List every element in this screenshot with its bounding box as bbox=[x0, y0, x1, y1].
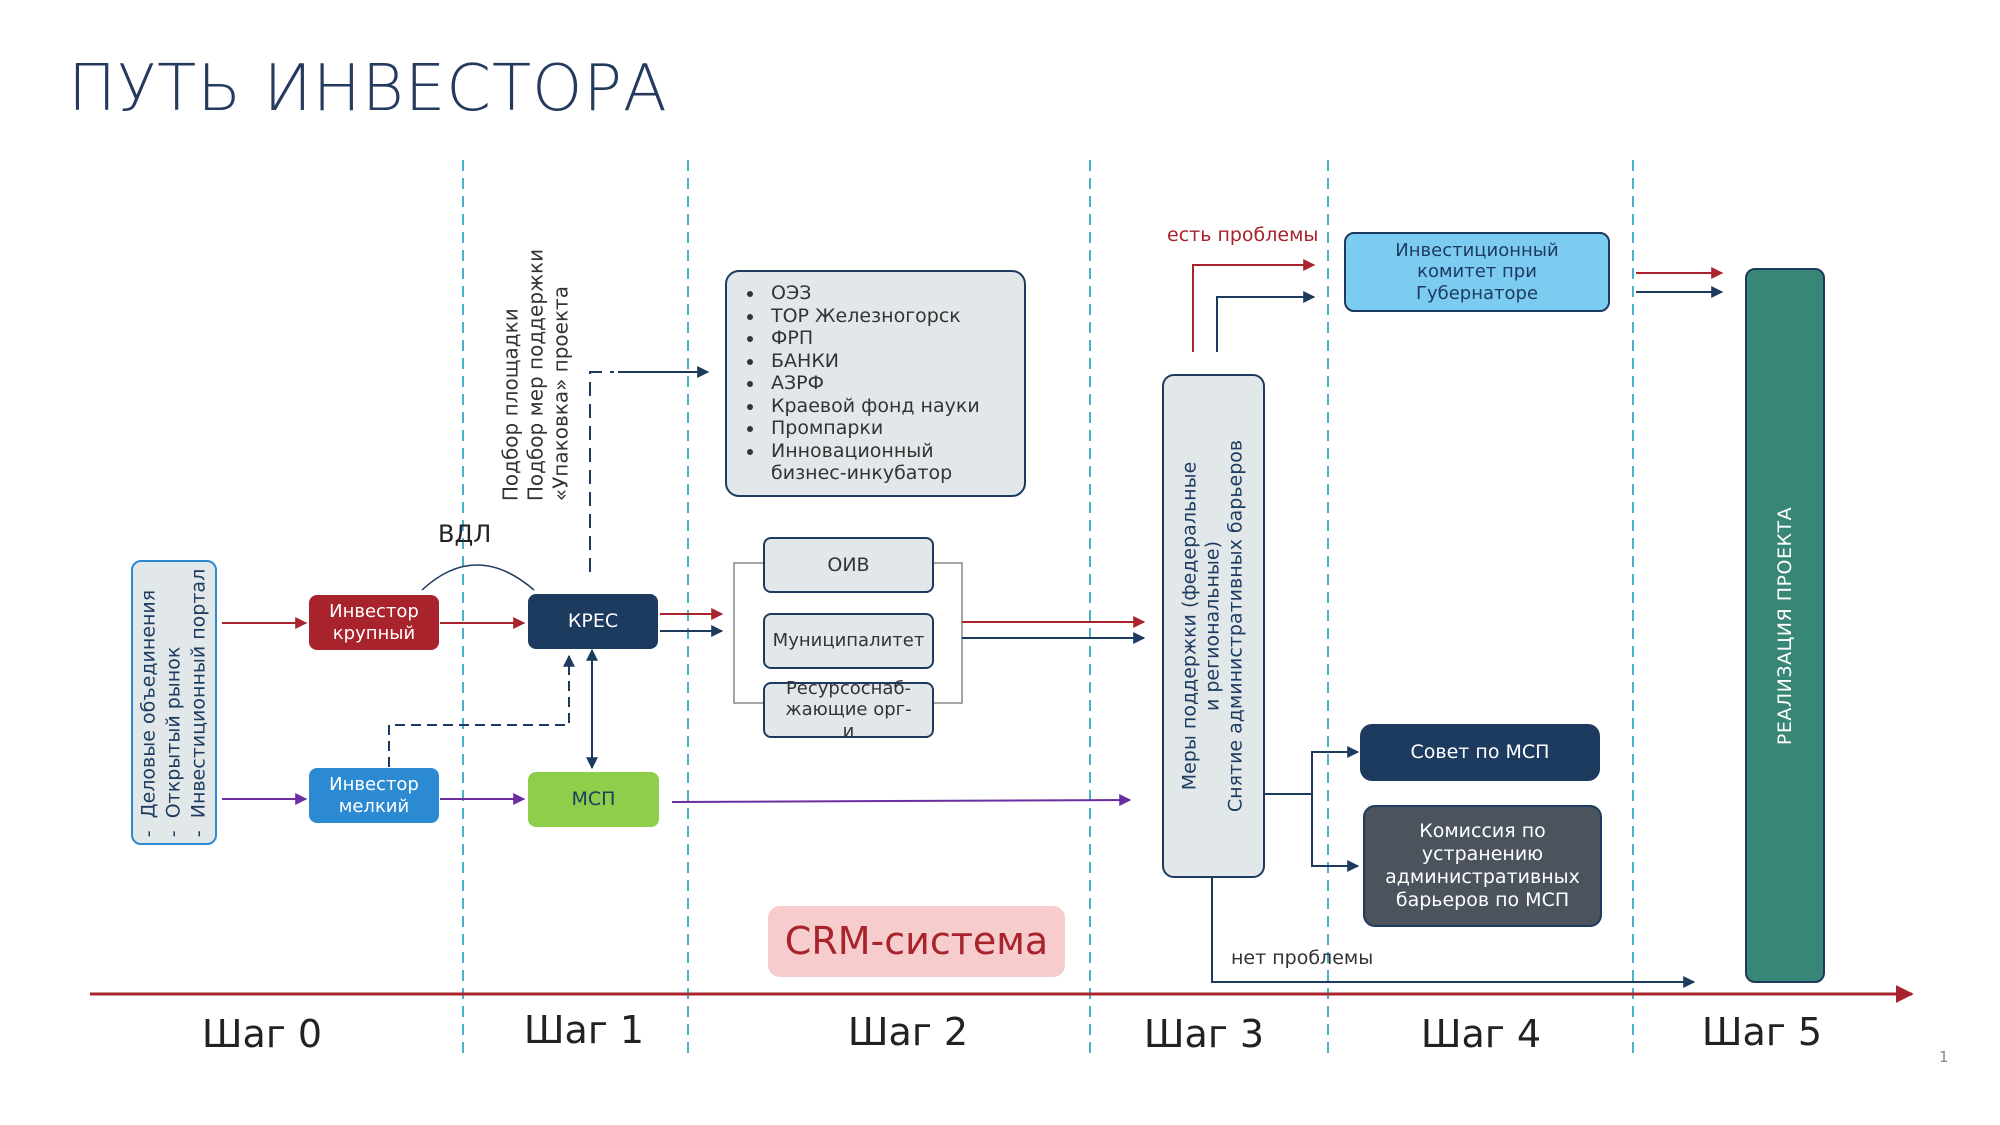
arrow-msp-to-measures bbox=[671, 794, 1132, 807]
step-label-3: Шаг 3 bbox=[1143, 1012, 1265, 1056]
kres-box: КРЕС bbox=[528, 594, 658, 649]
page-title: ПУТЬ ИНВЕСТОРА bbox=[68, 52, 668, 126]
source-item: - Деловые объединения bbox=[137, 589, 160, 838]
investor-small-box: Инвестор мелкий bbox=[309, 768, 439, 823]
arrow-kres-to-institutions bbox=[589, 371, 614, 572]
vdl-arc bbox=[421, 564, 535, 591]
vdl-label: ВДЛ bbox=[438, 520, 492, 548]
msp-box: МСП bbox=[528, 772, 659, 827]
support-measures-text: Меры поддержки (федеральные и региональн… bbox=[1178, 439, 1247, 813]
resource-orgs-box: Ресурсоснаб-жающие орг-и bbox=[763, 678, 934, 742]
institution-item: Промпарки bbox=[765, 417, 980, 440]
sources-box bbox=[131, 560, 217, 845]
page-number: 1 bbox=[1939, 1048, 1949, 1066]
arrow-to-commission bbox=[1311, 794, 1360, 872]
source-item: - Инвестиционный портал bbox=[187, 568, 210, 838]
step-dividers bbox=[462, 160, 1634, 1060]
oiv-box: ОИВ bbox=[763, 537, 934, 593]
realization-box bbox=[1745, 268, 1825, 983]
institution-item: БАНКИ bbox=[765, 350, 980, 373]
kres-services-list: Подбор площадки Подбор мер поддержки «Уп… bbox=[499, 249, 574, 501]
kres-service-item: Подбор мер поддержки bbox=[523, 248, 548, 502]
has-problems-label: есть проблемы bbox=[1167, 224, 1319, 246]
orgs-bracket-right bbox=[934, 562, 963, 704]
support-measures-box bbox=[1162, 374, 1265, 878]
orgs-bracket-left bbox=[733, 562, 763, 704]
institutions-list: ОЭЗ ТОР Железногорск ФРП БАНКИ АЗРФ Крае… bbox=[727, 282, 980, 485]
step-label-4: Шаг 4 bbox=[1420, 1012, 1542, 1056]
invest-committee-box: Инвестиционный комитет при Губернаторе bbox=[1344, 232, 1610, 312]
sources-list: - Деловые объединения - Открытый рынок -… bbox=[137, 569, 212, 837]
msp-council-box: Совет по МСП bbox=[1360, 724, 1600, 781]
institutions-box: ОЭЗ ТОР Железногорск ФРП БАНКИ АЗРФ Крае… bbox=[725, 270, 1026, 497]
institution-item: АЗРФ bbox=[765, 372, 980, 395]
institution-item: ОЭЗ bbox=[765, 282, 980, 305]
arrow-problems-navy bbox=[1216, 291, 1316, 352]
realization-label: РЕАЛИЗАЦИЯ ПРОЕКТА bbox=[1774, 506, 1796, 746]
crm-badge: CRM-система bbox=[768, 906, 1065, 977]
institution-item: ТОР Железногорск bbox=[765, 305, 980, 328]
kres-service-item: «Упаковка» проекта bbox=[548, 286, 573, 502]
institution-item: Краевой фонд науки bbox=[765, 395, 980, 418]
arrow-problems-red bbox=[1192, 259, 1316, 352]
arrow-small-to-kres-dashed bbox=[388, 654, 575, 767]
institution-item: ФРП bbox=[765, 327, 980, 350]
step-label-5: Шаг 5 bbox=[1701, 1010, 1823, 1054]
institution-item: Инновационный бизнес-инкубатор bbox=[765, 440, 961, 485]
arrow-no-problems bbox=[1211, 878, 1696, 988]
kres-service-item: Подбор площадки bbox=[498, 308, 523, 502]
investor-large-box: Инвестор крупный bbox=[309, 595, 439, 650]
arrow-to-council bbox=[1264, 746, 1360, 795]
municipality-box: Муниципалитет bbox=[763, 613, 934, 669]
step-label-0: Шаг 0 bbox=[201, 1012, 323, 1056]
step-label-2: Шаг 2 bbox=[847, 1010, 969, 1054]
no-problems-label: нет проблемы bbox=[1231, 947, 1374, 969]
source-item: - Открытый рынок bbox=[162, 646, 185, 838]
barrier-commission-box: Комиссия по устранению административных … bbox=[1363, 805, 1602, 927]
step-label-1: Шаг 1 bbox=[523, 1008, 645, 1052]
